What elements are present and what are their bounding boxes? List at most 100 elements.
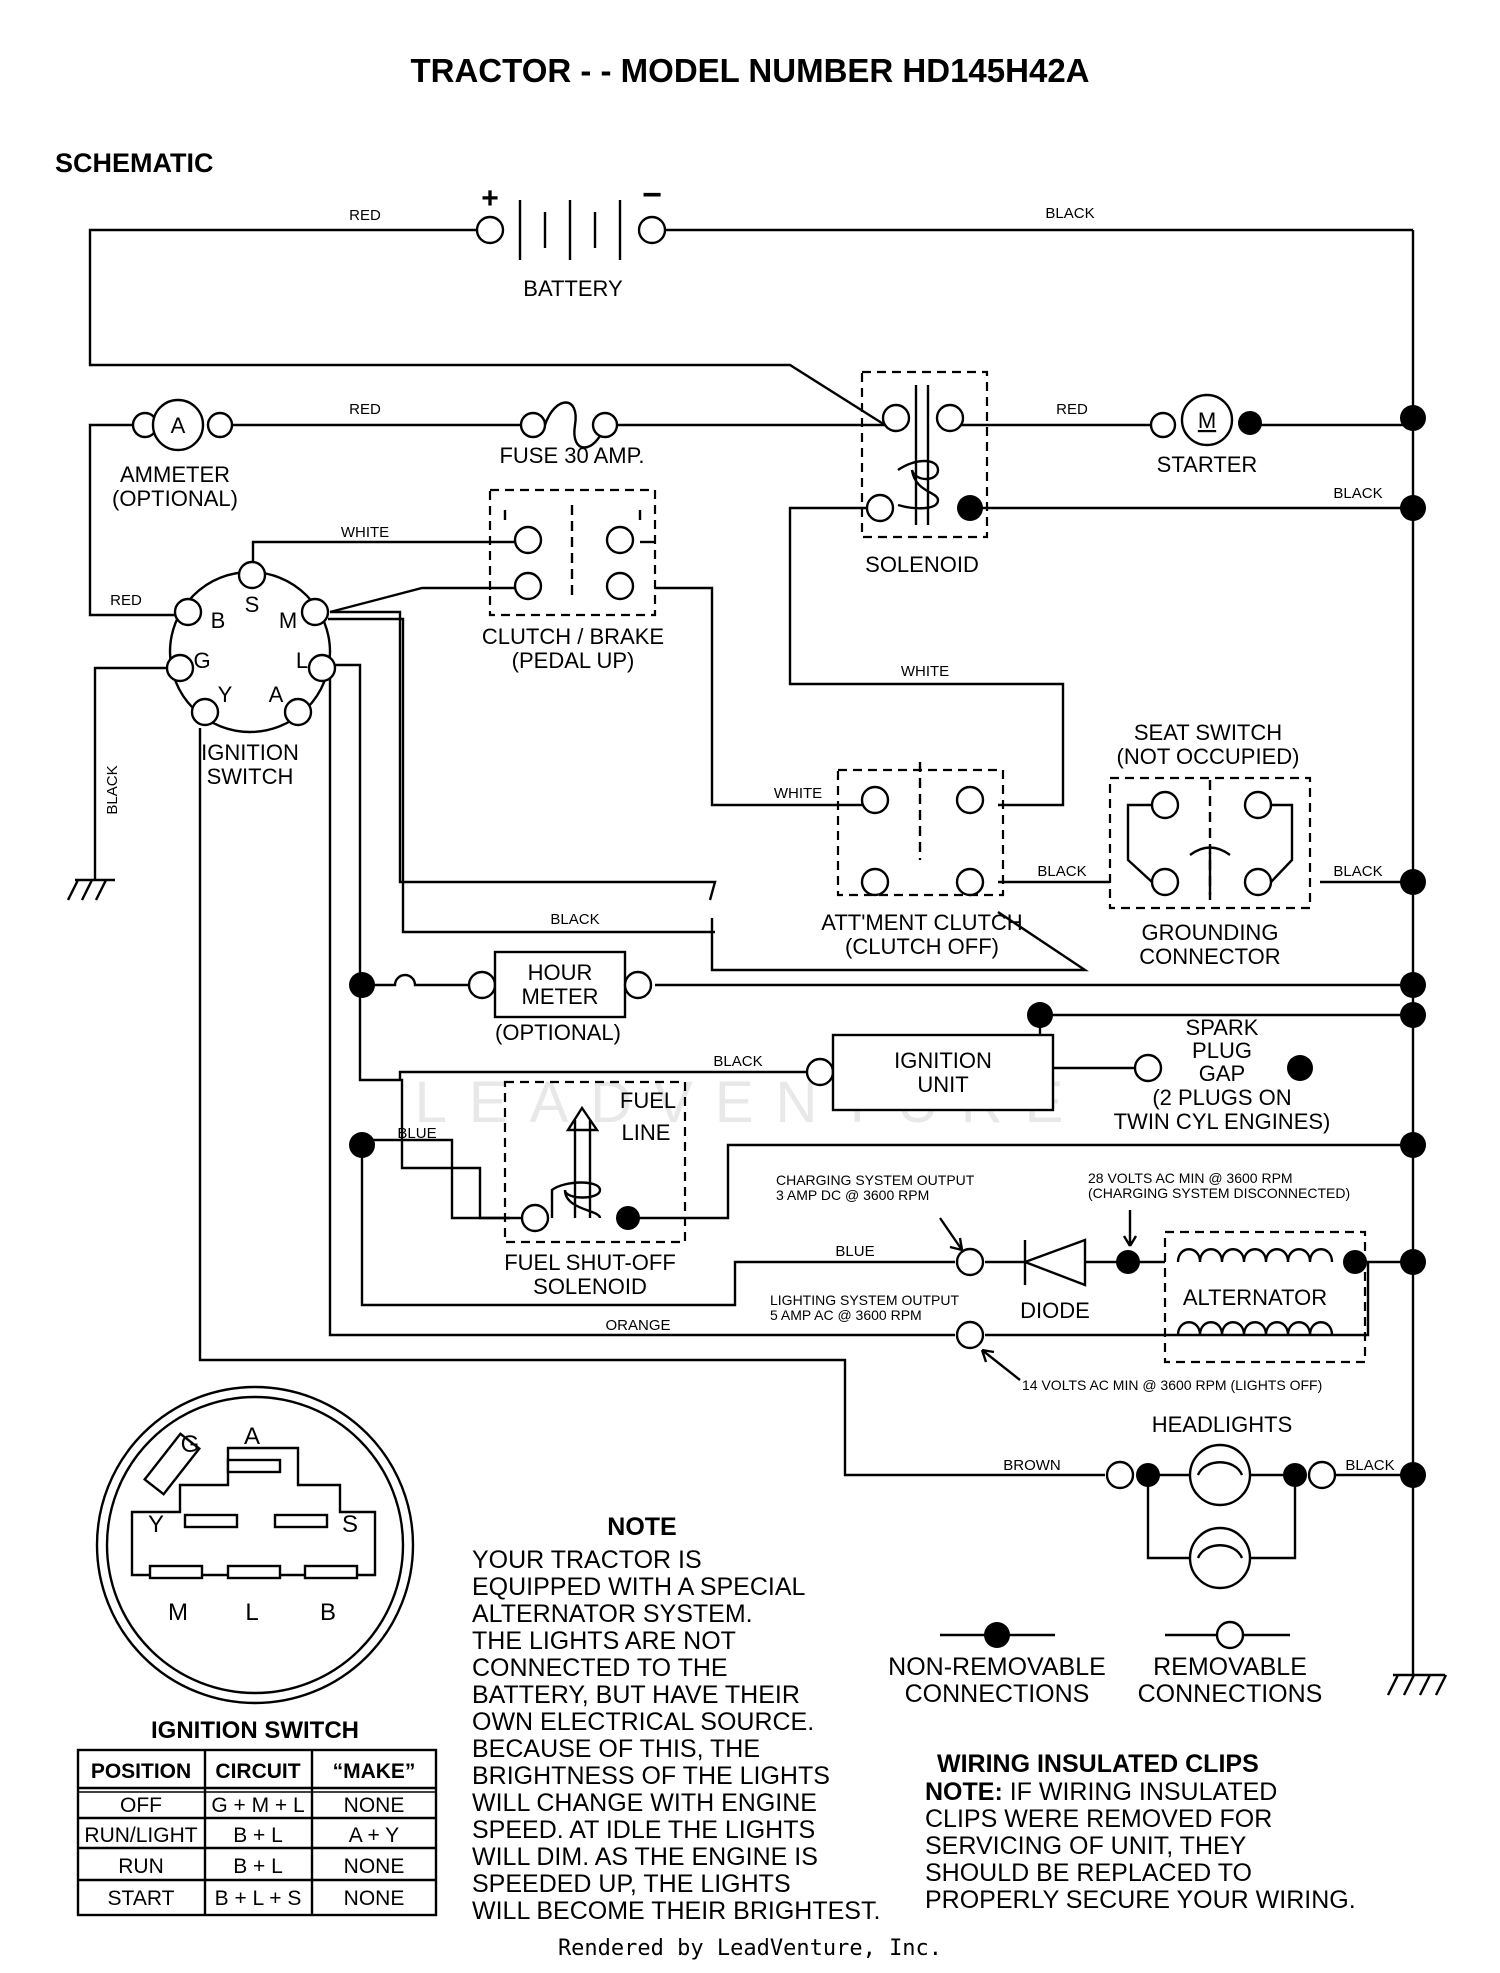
wire-label-black-seat: BLACK <box>1333 863 1382 880</box>
table-row-3-make: NONE <box>344 1887 405 1910</box>
note-block: NOTE YOUR TRACTOR IS EQUIPPED WITH A SPE… <box>472 1513 880 1925</box>
wire-label-black-ignition: BLACK <box>550 911 599 928</box>
wire-label-brown: BROWN <box>1003 1457 1061 1474</box>
ignition-unit-label-2: UNIT <box>917 1072 968 1097</box>
ignition-switch-label-2: SWITCH <box>207 764 294 789</box>
diode: DIODE <box>955 1238 1140 1323</box>
ammeter-symbol: A <box>171 413 186 438</box>
attachment-clutch-switch: ATT'MENT CLUTCH (CLUTCH OFF) <box>821 762 1023 959</box>
wire-label-white-ignition: WHITE <box>341 524 389 541</box>
table-row-0-make: NONE <box>344 1794 405 1817</box>
attachment-clutch-label: ATT'MENT CLUTCH <box>821 910 1022 935</box>
ignition-switch-label: IGNITION <box>201 740 299 765</box>
fuel-solenoid-label-2: SOLENOID <box>533 1274 647 1299</box>
fuel-solenoid-label: FUEL SHUT-OFF <box>504 1250 676 1275</box>
pin-g-label: G <box>193 648 210 673</box>
pin-m-label: M <box>279 608 297 633</box>
clutch-brake-switch: CLUTCH / BRAKE (PEDAL UP) <box>482 488 664 673</box>
note-line: BATTERY, BUT HAVE THEIR <box>472 1681 800 1709</box>
connector-pin-a: A <box>244 1423 260 1450</box>
ground-bus-dots <box>1400 405 1426 1488</box>
wire-label-black-ignition-unit: BLACK <box>713 1053 762 1070</box>
table-row-0-position: OFF <box>120 1794 162 1817</box>
ammeter-label: AMMETER <box>120 462 230 487</box>
note-line: EQUIPPED WITH A SPECIAL <box>472 1573 806 1601</box>
headlights-label: HEADLIGHTS <box>1152 1412 1293 1437</box>
ammeter-optional-label: (OPTIONAL) <box>112 486 238 511</box>
hour-meter-label-2: METER <box>522 984 599 1009</box>
alternator-label: ALTERNATOR <box>1183 1285 1327 1310</box>
legend-removable-2: CONNECTIONS <box>1138 1680 1323 1708</box>
ignition-unit-label: IGNITION <box>894 1048 992 1073</box>
clips-line: PROPERLY SECURE YOUR WIRING. <box>925 1886 1356 1914</box>
seat-switch: SEAT SWITCH (NOT OCCUPIED) GROUNDING CON… <box>1108 720 1312 969</box>
solenoid: SOLENOID <box>860 370 989 577</box>
table-header-position: POSITION <box>91 1760 191 1783</box>
page-title: TRACTOR - - MODEL NUMBER HD145H42A <box>410 52 1089 89</box>
wire-label-orange: ORANGE <box>605 1317 670 1334</box>
wire-label-black-solenoid: BLACK <box>1333 485 1382 502</box>
wire-label-white-attm: WHITE <box>774 785 822 802</box>
volts28-label: 28 VOLTS AC MIN @ 3600 RPM <box>1088 1170 1293 1186</box>
spark-label-2: PLUG <box>1192 1038 1252 1063</box>
table-row-2-circuit: B + L <box>233 1855 283 1878</box>
connection-legend: NON-REMOVABLE CONNECTIONS REMOVABLE CONN… <box>888 1620 1323 1708</box>
pin-l-label: L <box>296 648 308 673</box>
volts28-label-2: (CHARGING SYSTEM DISCONNECTED) <box>1088 1185 1350 1201</box>
wire-label-black-top: BLACK <box>1045 205 1094 222</box>
connector-pin-b: B <box>320 1599 336 1626</box>
wire-label-blue-fuel: BLUE <box>397 1125 436 1142</box>
wire-label-red-top: RED <box>349 207 381 224</box>
diode-label: DIODE <box>1020 1298 1090 1323</box>
attachment-clutch-off-label: (CLUTCH OFF) <box>845 934 999 959</box>
table-row-0-circuit: G + M + L <box>211 1794 304 1817</box>
wire-label-white-solenoid: WHITE <box>901 663 949 680</box>
table-row-1-position: RUN/LIGHT <box>84 1824 197 1847</box>
ignition-switch: B S M G L Y A IGNITION SWITCH <box>165 560 337 789</box>
lighting-output-label-2: 5 AMP AC @ 3600 RPM <box>770 1307 922 1323</box>
starter: M STARTER <box>1149 393 1262 477</box>
seat-switch-label: SEAT SWITCH <box>1134 720 1282 745</box>
wiring-clips-block: WIRING INSULATED CLIPS NOTE: IF WIRING I… <box>925 1750 1356 1914</box>
charging-output-label: CHARGING SYSTEM OUTPUT <box>776 1172 975 1188</box>
pin-y-label: Y <box>218 682 233 707</box>
wire-label-red-starter: RED <box>1056 401 1088 418</box>
ignition-unit: IGNITION UNIT <box>805 1002 1055 1112</box>
note-line: SPEEDED UP, THE LIGHTS <box>472 1870 791 1898</box>
spark-label-3: GAP <box>1199 1061 1245 1086</box>
pin-s-label: S <box>245 592 260 617</box>
table-header-circuit: CIRCUIT <box>215 1760 300 1783</box>
ignition-connector-face: G A Y S M L B IGNITION SWITCH <box>95 1385 415 1744</box>
pin-a-label: A <box>269 682 284 707</box>
spark-plug: SPARK PLUG GAP (2 PLUGS ON TWIN CYL ENGI… <box>1114 1015 1331 1134</box>
note-line: SPEED. AT IDLE THE LIGHTS <box>472 1816 815 1844</box>
clips-line: CLIPS WERE REMOVED FOR <box>925 1805 1272 1833</box>
table-row-1-circuit: B + L <box>233 1824 283 1847</box>
fuel-line-label: FUEL <box>620 1088 676 1113</box>
battery-minus-sign: − <box>642 176 662 214</box>
spark-label-1: SPARK <box>1186 1015 1259 1040</box>
pin-b-label: B <box>211 608 226 633</box>
clutch-brake-pedal-label: (PEDAL UP) <box>512 648 635 673</box>
ammeter: A AMMETER (OPTIONAL) <box>112 398 238 511</box>
table-row-3-position: START <box>108 1887 175 1910</box>
section-label: SCHEMATIC <box>55 148 214 178</box>
wire-label-black-ground: BLACK <box>104 765 121 814</box>
spark-label-5: TWIN CYL ENGINES) <box>1114 1109 1331 1134</box>
table-row-2-position: RUN <box>118 1855 164 1878</box>
note-line: WILL CHANGE WITH ENGINE <box>472 1789 817 1817</box>
connector-pin-s: S <box>342 1511 358 1538</box>
hour-meter-label: HOUR <box>528 960 593 985</box>
legend-removable: REMOVABLE <box>1153 1653 1307 1681</box>
spark-label-4: (2 PLUGS ON <box>1152 1085 1291 1110</box>
fuse: FUSE 30 AMP. <box>499 401 645 468</box>
connector-pin-y: Y <box>148 1511 164 1538</box>
clips-note-label: NOTE: <box>925 1778 1003 1806</box>
clutch-brake-label: CLUTCH / BRAKE <box>482 624 664 649</box>
wire-label-red-ignition: RED <box>110 592 142 609</box>
note-line: BRIGHTNESS OF THE LIGHTS <box>472 1762 830 1790</box>
table-row-1-make: A + Y <box>349 1824 399 1847</box>
battery: + − BATTERY <box>475 176 667 301</box>
wires <box>88 228 1415 1675</box>
